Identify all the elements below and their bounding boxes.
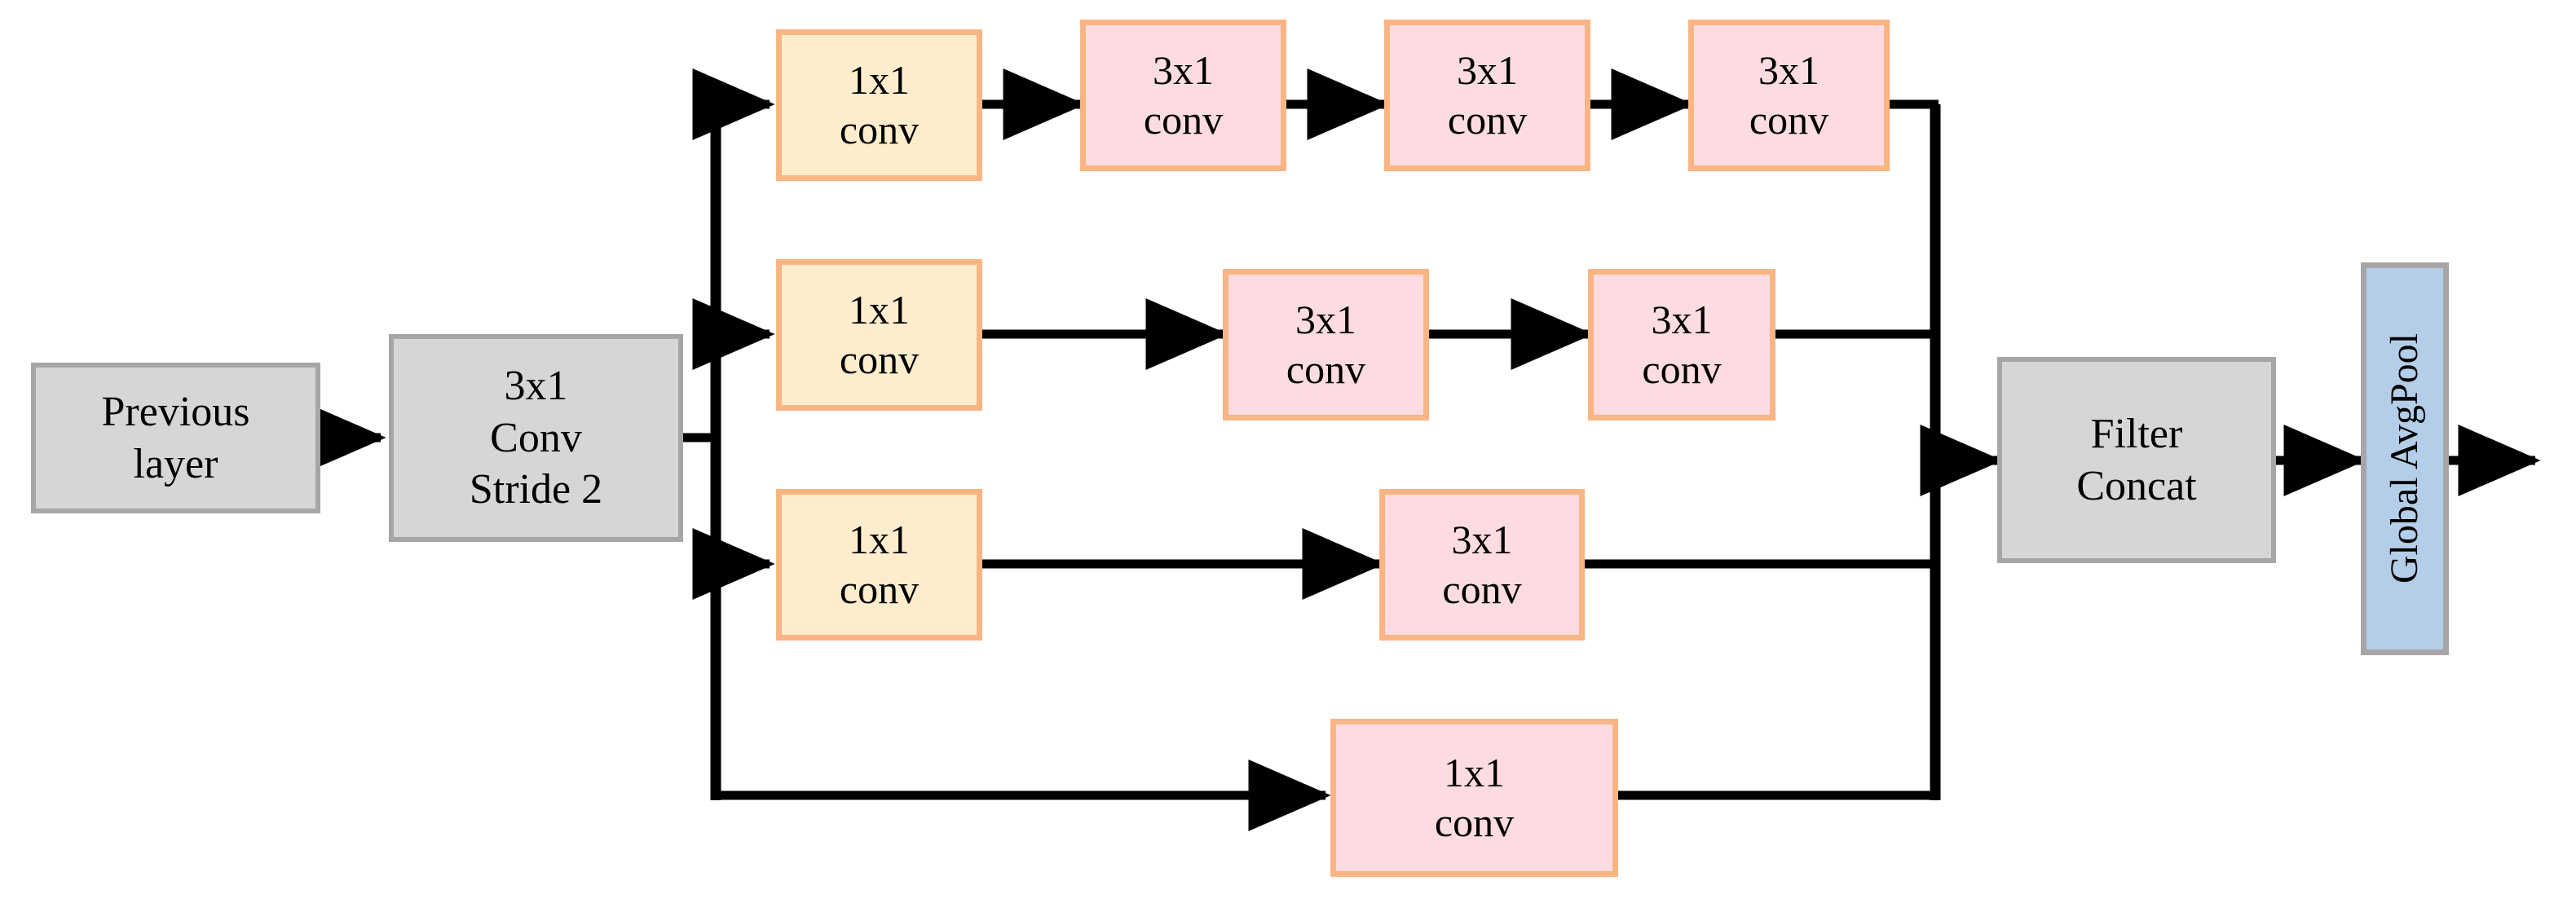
- node-stem-conv-stride2[interactable]: 3x1 Conv Stride 2: [389, 334, 683, 542]
- node-branch1-conv1[interactable]: 1x1 conv: [776, 29, 982, 181]
- node-filter-concat[interactable]: Filter Concat: [1997, 357, 2276, 563]
- node-branch3-conv2[interactable]: 3x1 conv: [1379, 489, 1585, 641]
- node-global-avgpool[interactable]: Global AvgPool: [2361, 262, 2449, 655]
- node-branch2-conv1[interactable]: 1x1 conv: [776, 259, 982, 411]
- node-branch2-conv3[interactable]: 3x1 conv: [1588, 269, 1775, 420]
- node-branch4-conv1[interactable]: 1x1 conv: [1330, 719, 1618, 877]
- node-previous-layer[interactable]: Previous layer: [31, 363, 320, 513]
- node-branch2-conv2[interactable]: 3x1 conv: [1223, 269, 1429, 420]
- node-branch1-conv2[interactable]: 3x1 conv: [1080, 20, 1286, 171]
- node-branch1-conv4[interactable]: 3x1 conv: [1688, 20, 1890, 171]
- node-branch3-conv1[interactable]: 1x1 conv: [776, 489, 982, 641]
- global-avgpool-label: Global AvgPool: [2382, 333, 2426, 584]
- node-branch1-conv3[interactable]: 3x1 conv: [1384, 20, 1590, 171]
